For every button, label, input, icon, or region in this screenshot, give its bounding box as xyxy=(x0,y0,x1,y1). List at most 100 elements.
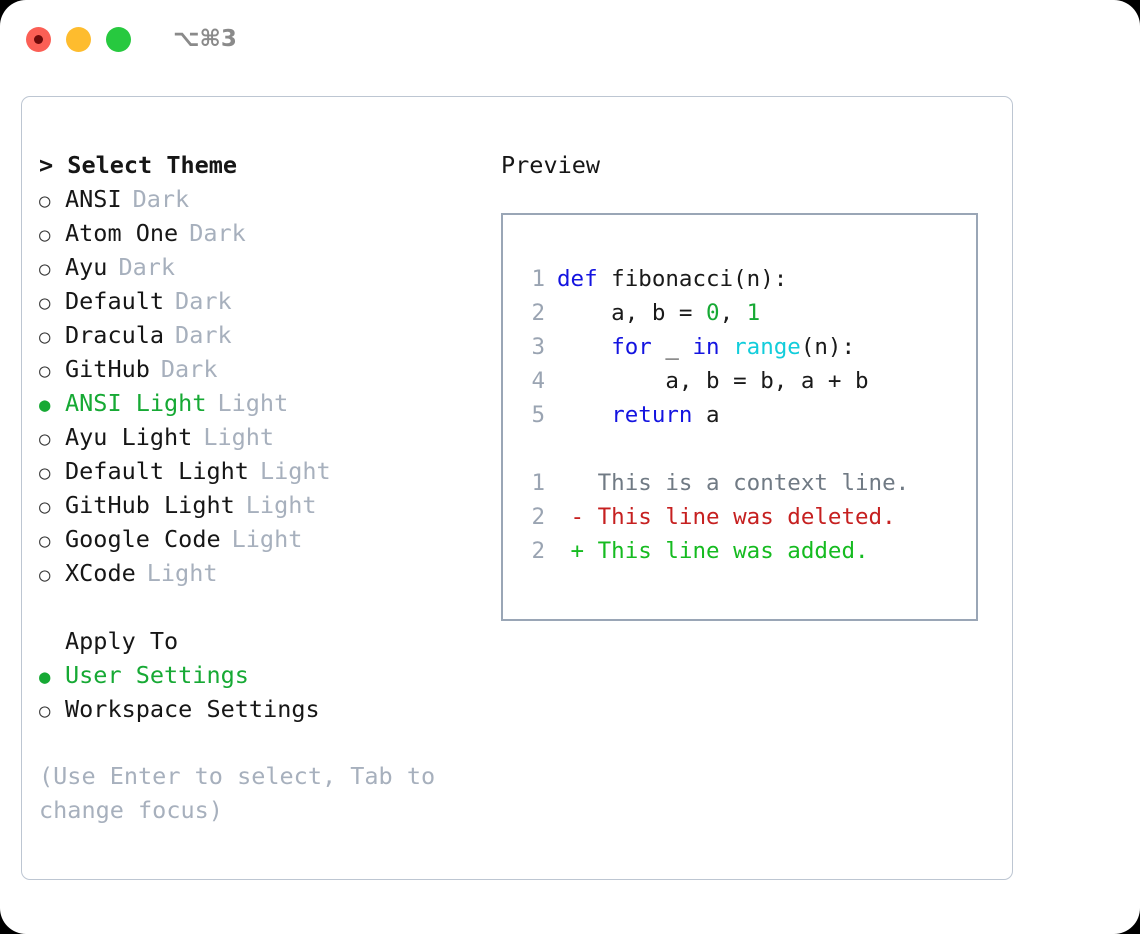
line-number: 2 xyxy=(531,300,545,326)
apply-to-header: Apply To xyxy=(39,624,494,658)
code-token-kw: return xyxy=(611,402,693,428)
theme-option-variant: Light xyxy=(245,491,317,519)
theme-option-ayu[interactable]: ○ Ayu Dark xyxy=(39,250,494,284)
radio-unselected-icon: ○ xyxy=(39,564,51,586)
theme-option-label: ANSI xyxy=(65,185,122,213)
code-line-text: for _ in range(n): xyxy=(557,330,855,364)
theme-option-label: XCode xyxy=(65,559,136,587)
code-token-kw: in xyxy=(692,334,720,360)
radio-unselected-icon: ○ xyxy=(39,190,51,212)
radio-unselected-icon: ○ xyxy=(39,360,51,382)
code-token-kw: for xyxy=(611,334,652,360)
code-token-pl: _ xyxy=(651,334,693,360)
code-line: 5 return a xyxy=(521,398,976,432)
line-number: 2 xyxy=(531,504,545,530)
code-token-pl: (n): xyxy=(800,334,856,360)
code-token-num: 1 xyxy=(746,300,761,326)
radio-unselected-icon: ○ xyxy=(39,292,51,314)
close-button[interactable] xyxy=(26,26,51,52)
theme-option-variant: Dark xyxy=(175,287,232,315)
apply-to-option-workspace-settings[interactable]: ○ Workspace Settings xyxy=(39,692,494,726)
radio-unselected-icon: ○ xyxy=(39,326,51,348)
theme-option-label: ANSI Light xyxy=(65,389,207,417)
code-token-pl: a, b = b, a + b xyxy=(557,368,869,394)
theme-option-variant: Dark xyxy=(160,355,218,383)
diff-line-add: 2 + This line was added. xyxy=(521,534,976,568)
code-token-pl: , xyxy=(719,300,747,326)
radio-unselected-icon: ○ xyxy=(39,700,51,722)
theme-option-xcode[interactable]: ○ XCode Light xyxy=(39,556,494,590)
theme-option-variant: Dark xyxy=(132,185,190,213)
theme-option-ansi[interactable]: ○ ANSI Dark xyxy=(39,182,494,216)
theme-option-variant: Light xyxy=(231,525,303,553)
select-theme-header: > Select Theme xyxy=(39,151,238,179)
spacer xyxy=(39,590,494,624)
theme-option-label: GitHub Light xyxy=(65,491,235,519)
radio-unselected-icon: ○ xyxy=(39,428,51,450)
minimize-button[interactable] xyxy=(66,26,91,52)
line-number: 3 xyxy=(531,334,545,360)
code-line: 4 a, b = b, a + b xyxy=(521,364,976,398)
theme-option-label: Default Light xyxy=(65,457,249,485)
diff-line-text: This is a context line. xyxy=(557,470,910,496)
theme-option-variant: Dark xyxy=(175,321,232,349)
theme-option-variant: Light xyxy=(259,457,331,485)
theme-option-variant: Dark xyxy=(189,219,246,247)
theme-option-default[interactable]: ○ Default Dark xyxy=(39,284,494,318)
code-token-num: 0 xyxy=(706,300,720,326)
line-number: 5 xyxy=(531,402,545,428)
theme-option-dracula[interactable]: ○ Dracula Dark xyxy=(39,318,494,352)
theme-option-ayu-light[interactable]: ○ Ayu Light Light xyxy=(39,420,494,454)
diff-line-text: + This line was added. xyxy=(557,538,869,564)
maximize-button[interactable] xyxy=(106,26,131,52)
radio-unselected-icon: ○ xyxy=(39,224,51,246)
code-line-text: def fibonacci(n): xyxy=(557,262,787,296)
theme-option-variant: Light xyxy=(203,423,275,451)
theme-option-atom-one[interactable]: ○ Atom One Dark xyxy=(39,216,494,250)
apply-to-option-label: Workspace Settings xyxy=(65,695,320,723)
code-line: 3 for _ in range(n): xyxy=(521,330,976,364)
theme-option-variant: Light xyxy=(146,559,218,587)
preview-header: Preview xyxy=(501,151,601,179)
radio-selected-icon: ● xyxy=(39,666,51,688)
code-line-text: a, b = 0, 1 xyxy=(557,296,760,330)
theme-option-variant: Dark xyxy=(118,253,176,281)
theme-option-label: Dracula xyxy=(65,321,165,349)
window-controls xyxy=(26,26,131,52)
code-token-pl xyxy=(720,334,734,360)
title-bar: ⌥⌘3 xyxy=(0,0,1140,78)
radio-unselected-icon: ○ xyxy=(39,462,51,484)
line-number: 2 xyxy=(531,538,545,564)
apply-to-marker xyxy=(39,624,65,658)
radio-unselected-icon: ○ xyxy=(39,258,51,280)
apply-to-option-user-settings[interactable]: ●User Settings xyxy=(39,658,494,692)
theme-option-label: Ayu xyxy=(65,253,108,281)
code-token-fn: range xyxy=(733,334,801,360)
theme-option-label: Atom One xyxy=(65,219,179,247)
code-token-pl: a xyxy=(692,402,720,428)
diff-sample: 1 This is a context line.2 - This line w… xyxy=(521,466,976,568)
code-line-text: a, b = b, a + b xyxy=(557,364,869,398)
code-token-kw: def xyxy=(557,266,598,292)
theme-option-label: Default xyxy=(65,287,165,315)
code-line: 2 a, b = 0, 1 xyxy=(521,296,976,330)
code-token-pl: fibonacci(n): xyxy=(597,266,788,292)
code-token-pl xyxy=(557,402,611,428)
close-icon xyxy=(34,34,43,44)
code-token-pl xyxy=(557,334,611,360)
theme-option-label: Google Code xyxy=(65,525,221,553)
theme-option-label: Ayu Light xyxy=(65,423,193,451)
theme-option-default-light[interactable]: ○ Default Light Light xyxy=(39,454,494,488)
